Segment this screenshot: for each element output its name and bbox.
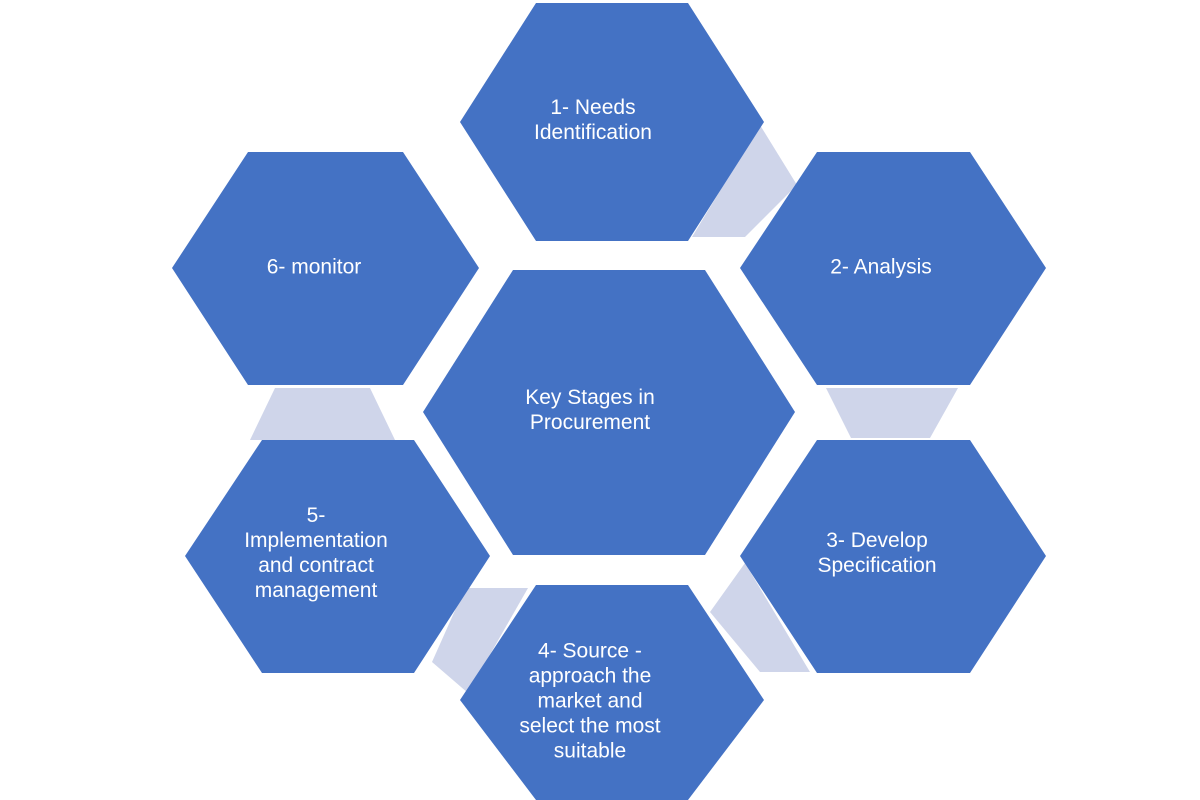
connector-1-2: [692, 125, 797, 237]
hexagon-center: [423, 270, 795, 555]
hexagon-stage-6: [172, 152, 479, 385]
connector-4-5: [432, 588, 528, 693]
hexagon-stage-5: [185, 440, 490, 673]
hexagons: [172, 3, 1046, 800]
connector-2-3: [826, 388, 958, 438]
connector-3-4: [710, 563, 810, 672]
hexagon-stage-4: [460, 585, 764, 800]
connectors: [250, 125, 958, 693]
hexagon-stage-3: [740, 440, 1046, 673]
hexagon-stage-1: [460, 3, 764, 241]
connector-5-6: [250, 388, 395, 440]
hexagon-stage-2: [740, 152, 1046, 385]
